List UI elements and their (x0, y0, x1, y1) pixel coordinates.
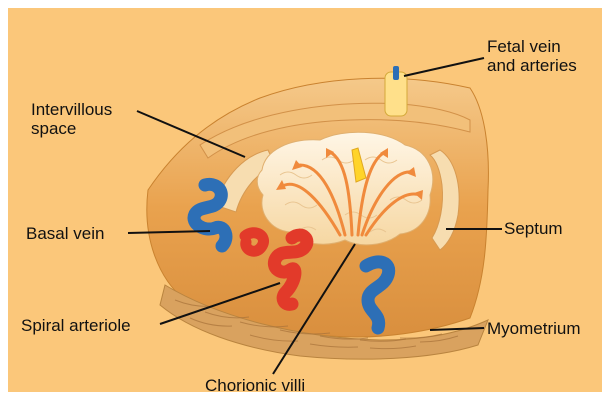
label-spiral-arteriole: Spiral arteriole (21, 316, 131, 335)
label-basal-vein: Basal vein (26, 224, 104, 243)
label-intervillous-space: Intervillous space (31, 100, 112, 138)
label-fetal-vessels-line2: and arteries (487, 56, 577, 75)
fetal-vessel-core (393, 66, 399, 80)
label-chorionic-villi: Chorionic villi (205, 376, 305, 395)
label-septum: Septum (504, 219, 563, 238)
label-fetal-vessels-line1: Fetal vein (487, 37, 577, 56)
label-intervillous-space-line1: Intervillous (31, 100, 112, 119)
label-intervillous-space-line2: space (31, 119, 112, 138)
label-myometrium: Myometrium (487, 319, 581, 338)
label-fetal-vessels: Fetal vein and arteries (487, 37, 577, 75)
leader-fetal-vessels (404, 58, 484, 76)
